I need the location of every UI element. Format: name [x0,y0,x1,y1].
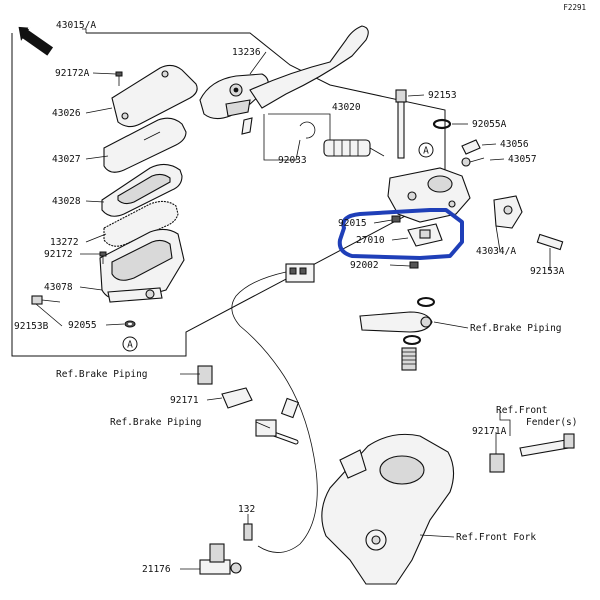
leader-lines [35,28,551,570]
label-92015: 92015 [338,218,367,229]
diagram-code: F2291 [563,3,586,12]
fender-bolt-92171a [489,433,575,473]
bolt-92153 [395,89,407,159]
label-92153a: 92153A [530,266,565,277]
ref-brake-piping-right: Ref.Brake Piping [470,323,562,334]
label-13272: 13272 [50,237,79,248]
label-43027: 43027 [52,154,81,165]
label-132: 132 [238,504,255,515]
svg-text:A: A [423,146,429,157]
bolt-132 [243,523,253,541]
piston-assembly-43020 [323,139,385,157]
bolt-92153a [536,233,564,251]
banjo-bolt [401,347,417,371]
switch-wire [231,271,318,553]
marker-a-right: A [418,142,434,158]
label-92172: 92172 [44,249,73,260]
label-92055: 92055 [68,320,97,331]
label-92153: 92153 [428,90,457,101]
ref-front-fender-line2: Fender(s) [526,417,577,428]
hose-clamp-92171 [197,365,253,409]
banjo-hose-fitting [359,311,433,333]
label-92033: 92033 [278,155,307,166]
label-92153b: 92153B [14,321,49,332]
ref-front-fork: Ref.Front Fork [456,532,536,543]
clamp-43034a [493,195,523,229]
speed-sensor-21176 [199,543,242,575]
label-21176: 21176 [142,564,171,575]
reservoir-cap [111,64,198,128]
bolt-92153b [31,295,61,305]
label-43028: 43028 [52,196,81,207]
label-43034a: 43034/A [476,246,516,257]
diaphragm-plate [101,163,183,217]
assembly-frame [11,32,446,357]
label-43020: 43020 [332,102,361,113]
label-92002: 92002 [350,260,379,271]
cap-plate [103,117,187,173]
diaphragm [103,200,179,247]
ref-brake-piping-lower: Ref.Brake Piping [110,417,202,428]
brake-switch-27010 [407,223,443,247]
master-cylinder-body [387,167,471,223]
screw-92172a [115,71,123,86]
label-13236: 13236 [232,47,261,58]
fitting-43056 [461,139,481,155]
screw-92015 [391,215,401,223]
label-43015a: 43015/A [56,20,96,31]
o-ring-92055a [432,118,452,130]
label-43026: 43026 [52,108,81,119]
front-fork-lower [321,433,455,585]
label-27010: 27010 [356,235,385,246]
washer-lower [403,335,421,345]
label-92171a: 92171A [472,426,507,437]
label-43056: 43056 [500,139,529,150]
washer-92002 [409,261,419,269]
o-ring-92055 [124,320,136,328]
label-43057: 43057 [508,154,537,165]
label-92055a: 92055A [472,119,507,130]
ref-brake-piping-left: Ref.Brake Piping [56,369,148,380]
washer-upper [417,297,435,307]
hose-end-fitting [255,397,300,437]
circlip-92033 [299,121,316,139]
svg-text:A: A [127,340,133,351]
switch-connector [285,263,315,283]
label-43078: 43078 [44,282,73,293]
label-92171: 92171 [170,395,199,406]
highlight-outline [337,208,464,260]
marker-a-left: A [122,336,138,352]
master-cylinder-reservoir [99,228,185,303]
front-arrow-icon [18,26,54,56]
label-92172a: 92172A [55,68,90,79]
fitting-43057 [461,157,485,167]
brake-lever [199,25,369,135]
screw-92172 [99,251,107,264]
ref-front-fender-line1: Ref.Front [496,405,547,416]
